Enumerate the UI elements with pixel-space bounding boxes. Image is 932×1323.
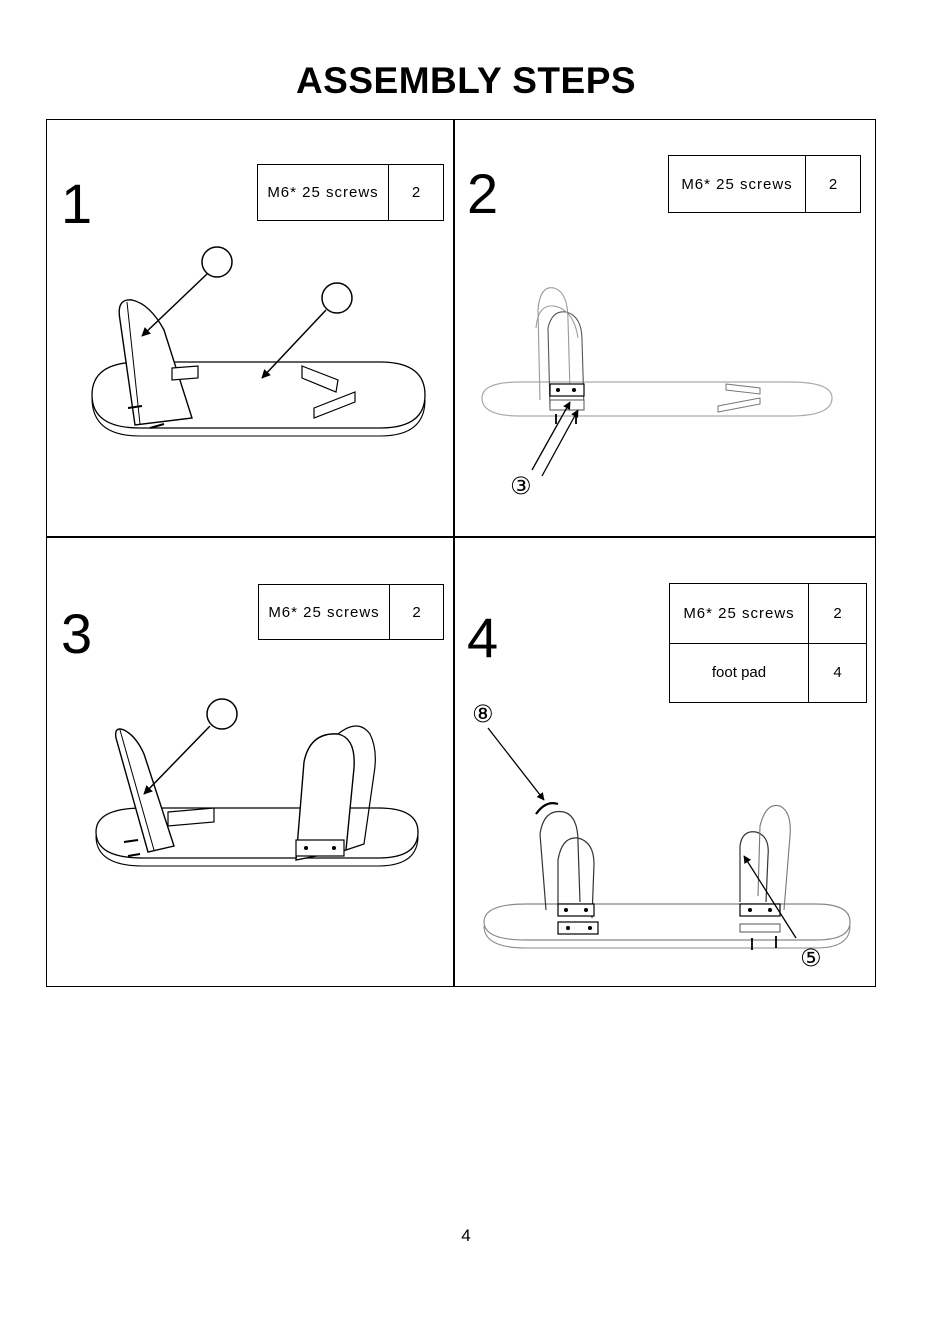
step-2-parts-table: M6* 25 screws 2 [668,155,861,213]
part-name: M6* 25 screws [669,156,806,213]
callout-label: ③ [510,472,532,500]
step-2-illustration: ③ [470,280,870,510]
part-qty: 2 [806,156,861,213]
step-1-parts-table: M6* 25 screws 2 [257,164,444,221]
step-4-number: 4 [467,610,498,666]
step-4-illustration: ⑧ ⑤ [466,696,866,976]
callout-label: ⑧ [472,700,494,728]
part-qty: 2 [389,165,444,221]
pointer-arrow [144,726,210,794]
bracket-icon [550,384,584,396]
callout-circle [202,247,232,277]
side-panel [740,832,768,902]
table-row: M6* 25 screws 2 [259,585,444,640]
bracket-icon [558,904,594,916]
page-number: 4 [0,1226,932,1246]
pointer-arrow [142,274,207,336]
part-qty: 2 [809,584,867,644]
bracket-icon [296,840,344,856]
table-row: foot pad 4 [670,643,867,703]
grid-divider-vertical [453,119,455,987]
part-qty: 2 [390,585,444,640]
step-4-parts-table: M6* 25 screws 2 foot pad 4 [669,583,867,703]
step-1-number: 1 [61,176,92,232]
table-row: M6* 25 screws 2 [670,584,867,644]
bracket-icon [740,904,780,916]
side-panel [758,805,790,910]
part-name: M6* 25 screws [670,584,809,644]
step-3-illustration [88,690,448,890]
side-panel [540,811,580,910]
part-name: M6* 25 screws [259,585,390,640]
step-2-number: 2 [467,166,498,222]
bracket-icon [172,366,198,380]
pointer-arrow [488,728,544,800]
tabletop-board [484,904,850,940]
callout-label: ⑤ [800,944,822,972]
page-title: ASSEMBLY STEPS [0,60,932,102]
part-qty: 4 [809,643,867,703]
callout-circle [322,283,352,313]
table-row: M6* 25 screws 2 [669,156,861,213]
part-name: M6* 25 screws [258,165,389,221]
grid-divider-horizontal [46,536,876,538]
step-1-illustration [80,240,450,460]
step-3-number: 3 [61,606,92,662]
callout-circle [207,699,237,729]
table-row: M6* 25 screws 2 [258,165,444,221]
tabletop-board [482,382,832,416]
part-name: foot pad [670,643,809,703]
step-3-parts-table: M6* 25 screws 2 [258,584,444,640]
